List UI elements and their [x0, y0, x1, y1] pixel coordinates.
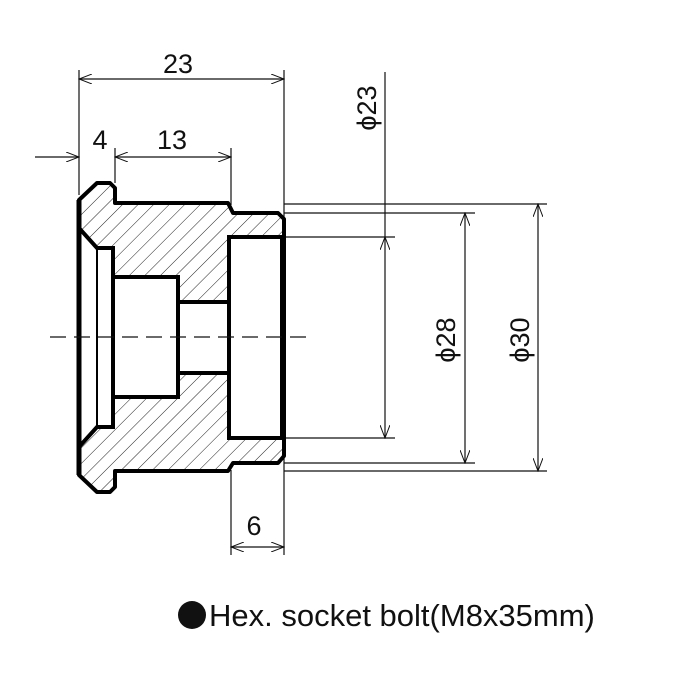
dim-13-label: 13 — [157, 125, 187, 155]
dim-23-label: 23 — [163, 49, 193, 79]
dim-phi30-label: ϕ30 — [505, 317, 535, 362]
dim-6-label: 6 — [246, 511, 261, 541]
extension-lines — [78, 70, 547, 555]
dim-4-label: 4 — [92, 125, 107, 155]
caption: Hex. socket bolt(M8x35mm) — [178, 598, 595, 634]
caption-text: Hex. socket bolt(M8x35mm) — [209, 598, 595, 633]
bullet-icon — [178, 601, 206, 629]
dim-phi28-label: ϕ28 — [431, 317, 461, 362]
dimension-lines — [35, 72, 538, 547]
dim-phi23-label: ϕ23 — [352, 85, 382, 130]
